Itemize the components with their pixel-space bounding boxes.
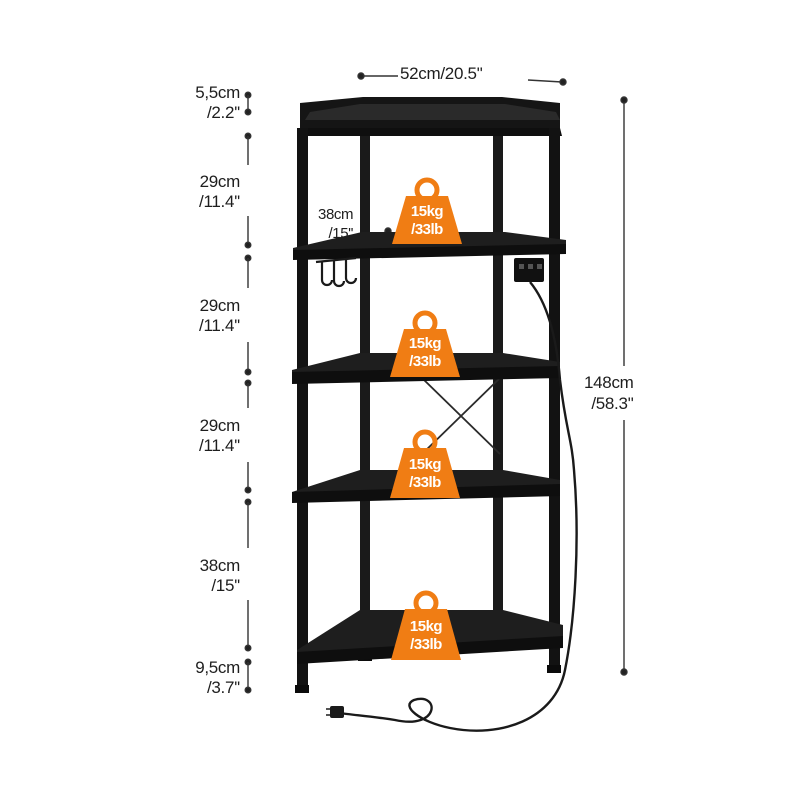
back-posts [360,128,503,658]
weight-label-1: 15kg /33lb [387,203,467,239]
depth-cm: 38cm [318,206,354,223]
depth-in: /15'' [328,225,354,242]
weight-label-3: 15kg /33lb [385,456,465,492]
height-in: /58.3'' [591,394,634,413]
power-cable [339,281,578,732]
weight-label-4: 15kg /33lb [386,618,466,654]
weight-lb: /33lb [409,474,441,491]
height-cm: 148cm [584,373,634,392]
height-label: 148cm /58.3'' [584,372,634,414]
top-shelf [298,97,562,136]
weight-lb: /33lb [409,353,441,370]
depth-label: 38cm /15'' [318,205,353,243]
weight-kg: 15kg [408,456,442,473]
gap-cm: 38cm [199,556,241,575]
dimension-lines [244,72,628,694]
plug-icon [326,706,344,718]
gap-in: /11.4'' [199,436,240,455]
weight-lb: /33lb [411,221,443,238]
gap-in: /11.4'' [199,192,240,211]
hook-icon [315,256,358,288]
weight-icons [390,177,462,660]
weight-icon [390,429,460,498]
gap-cm: 9,5cm [195,658,240,677]
gap-cm: 29cm [199,296,241,315]
weight-icon [390,310,460,377]
weight-icon [392,177,462,244]
weight-label-2: 15kg /33lb [385,335,465,371]
gap-in: /3.7'' [206,678,240,697]
weight-kg: 15kg [409,618,443,635]
gap-cm: 29cm [199,172,241,191]
gap-cm: 29cm [199,416,241,435]
gap-label-1: 29cm /11.4'' [160,172,240,212]
gap-label-4: 38cm /15'' [160,556,241,596]
width-label: 52cm/20.5'' [400,64,483,83]
weight-kg: 15kg [410,203,444,220]
power-strip-icon [514,258,544,282]
gap-in: /2.2'' [206,103,240,122]
gap-cm: 5,5cm [195,83,240,102]
weight-icon [391,590,461,660]
gap-label-3: 29cm /11.4'' [160,416,240,456]
weight-kg: 15kg [408,335,442,352]
weight-lb: /33lb [410,636,442,653]
gap-label-top: 5,5cm /2.2'' [160,83,240,123]
gap-in: /11.4'' [199,316,240,335]
gap-label-bottom: 9,5cm /3.7'' [160,658,240,698]
gap-label-2: 29cm /11.4'' [160,296,240,336]
gap-in: /15'' [211,576,240,595]
